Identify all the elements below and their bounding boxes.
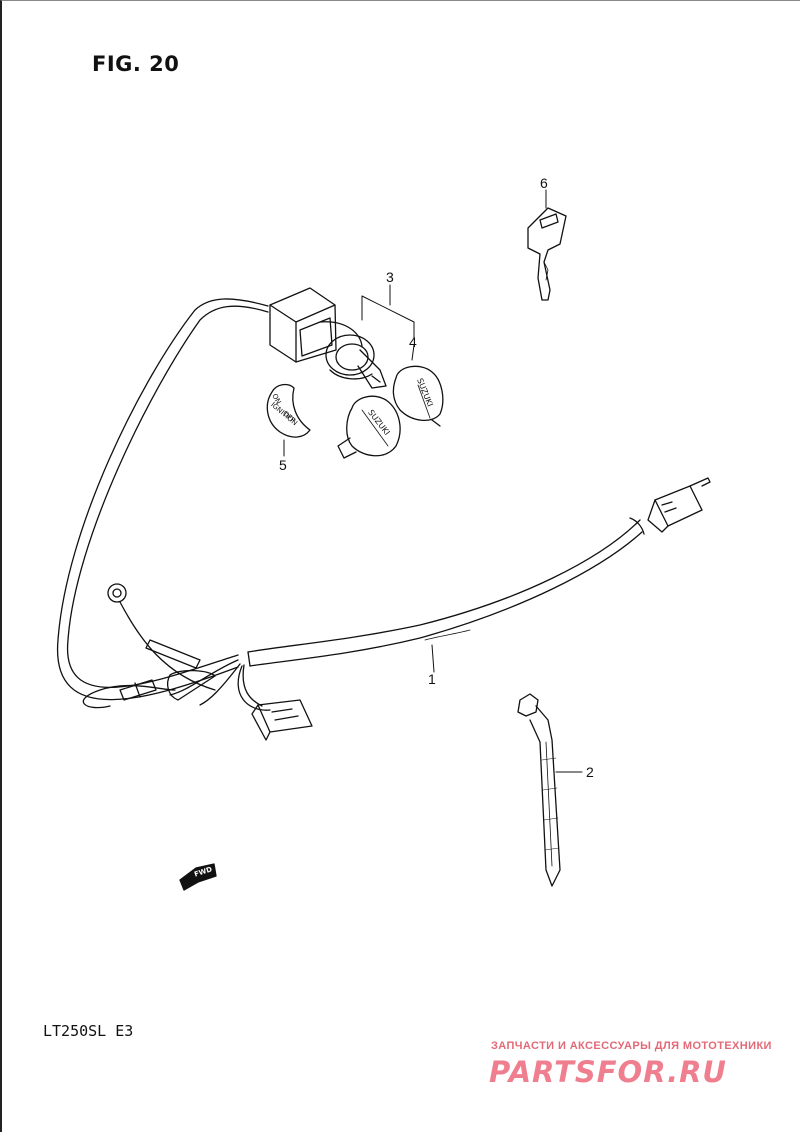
figure-title: FIG. 20 <box>92 52 180 76</box>
callout-1: 1 <box>428 671 436 687</box>
callout-bracket <box>361 284 415 339</box>
callout-5: 5 <box>279 457 287 473</box>
clamp-band <box>517 693 561 887</box>
leader-lines <box>283 344 583 773</box>
watermark-logo: PARTSFOR.RU <box>489 1055 727 1089</box>
key-set <box>337 365 444 459</box>
ignition-switch <box>269 287 387 389</box>
ignition-plate <box>266 383 311 438</box>
wiring-harness <box>57 298 711 741</box>
callout-4: 4 <box>409 334 417 350</box>
callout-3: 3 <box>386 269 394 285</box>
fwd-arrow-icon <box>179 863 217 891</box>
watermark-tagline: ЗАПЧАСТИ И АКСЕССУАРЫ ДЛЯ МОТОТЕХНИКИ <box>491 1040 772 1052</box>
spare-key <box>527 189 567 301</box>
callout-2: 2 <box>586 764 594 780</box>
callout-6: 6 <box>540 175 548 191</box>
model-label: LT250SL E3 <box>43 1022 134 1040</box>
